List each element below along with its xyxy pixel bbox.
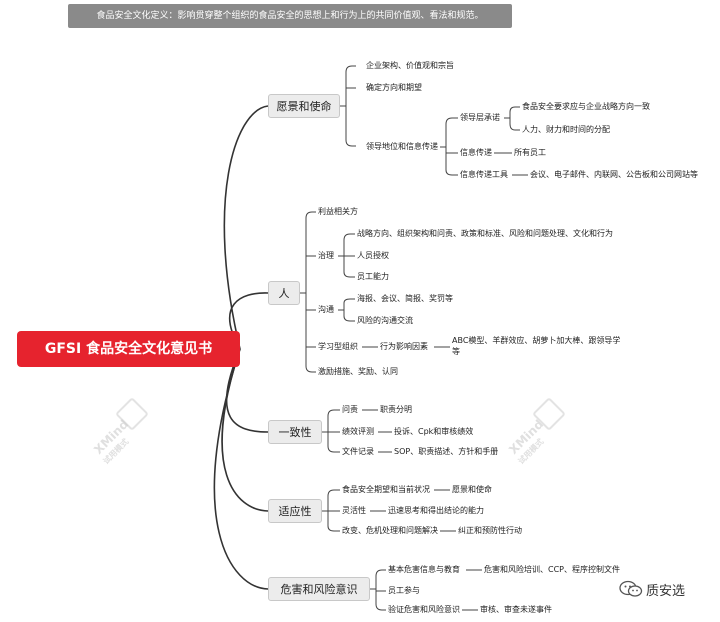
subtopic[interactable]: 灵活性 <box>342 506 366 515</box>
subtopic[interactable]: 领导地位和信息传递 <box>366 142 438 151</box>
subtopic[interactable]: 战略方向、组织架构和问责、政策和标准、风险和问题处理、文化和行为 <box>357 229 613 238</box>
topic-vision[interactable]: 愿景和使命 <box>268 94 340 118</box>
wechat-icon <box>619 580 643 597</box>
wechat-account-name: 质安选 <box>646 584 686 599</box>
connector-hazard <box>213 348 269 590</box>
subtopic[interactable]: 激励措施、奖励、认同 <box>318 367 398 376</box>
definition-banner: 食品安全文化定义：影响贯穿整个组织的食品安全的思想上和行为上的共同价值观、看法和… <box>68 4 512 28</box>
subtopic[interactable]: 领导层承诺 <box>460 113 500 122</box>
subtopic[interactable]: 问责 <box>342 405 358 414</box>
subtopic[interactable]: 信息传递 <box>460 148 492 157</box>
subtopic[interactable]: 确定方向和期望 <box>366 83 422 92</box>
subtopic[interactable]: SOP、职责描述、方针和手册 <box>394 447 499 456</box>
subtopic[interactable]: 治理 <box>318 251 334 260</box>
subtopic[interactable]: 文件记录 <box>342 447 374 456</box>
subtopic[interactable]: 利益相关方 <box>318 207 358 216</box>
subtopic[interactable]: 纠正和预防性行动 <box>458 526 522 535</box>
subtopic[interactable]: 基本危害信息与教育 <box>388 565 460 574</box>
subtopic[interactable]: 改变、危机处理和问题解决 <box>342 526 438 535</box>
subtopic[interactable]: 海报、会议、简报、奖罚等 <box>357 294 453 303</box>
topic-adaptability[interactable]: 适应性 <box>268 499 322 523</box>
subtopic[interactable]: 学习型组织 <box>318 342 358 351</box>
subtopic[interactable]: 食品安全要求应与企业战略方向一致 <box>522 102 650 111</box>
connector-adaptability <box>221 348 269 512</box>
subtopic[interactable]: 员工能力 <box>357 272 389 281</box>
subtopic[interactable]: 企业架构、价值观和宗旨 <box>366 61 454 70</box>
subtopic[interactable]: 绩效评测 <box>342 427 374 436</box>
connector-vision <box>223 105 269 350</box>
subtopic[interactable]: 人员授权 <box>357 251 389 260</box>
subtopic[interactable]: 所有员工 <box>514 148 546 157</box>
subtopic[interactable]: 危害和风险培训、CCP、程序控制文件 <box>484 565 620 574</box>
subtopic[interactable]: 食品安全期望和当前状况 <box>342 485 430 494</box>
subtopic[interactable]: 行为影响因素 <box>380 342 428 351</box>
subtopic[interactable]: ABC模型、羊群效应、胡萝卜加大棒、跟领导学 <box>452 336 621 345</box>
subtopic[interactable]: 审核、审查未遂事件 <box>480 605 552 614</box>
subtopic[interactable]: 等 <box>452 347 460 356</box>
subtopic[interactable]: 风险的沟通交流 <box>357 316 413 325</box>
subtopic[interactable]: 迅速思考和得出结论的能力 <box>388 506 484 515</box>
subtopic[interactable]: 员工参与 <box>388 586 420 595</box>
subtopic[interactable]: 愿景和使命 <box>452 485 492 494</box>
subtopic[interactable]: 人力、财力和时间的分配 <box>522 125 610 134</box>
subtopic[interactable]: 沟通 <box>318 305 334 314</box>
topic-consistency[interactable]: 一致性 <box>268 420 322 444</box>
subtopic[interactable]: 职责分明 <box>380 405 412 414</box>
topic-hazard[interactable]: 危害和风险意识 <box>268 577 370 601</box>
central-topic[interactable]: GFSI 食品安全文化意见书 <box>17 331 240 367</box>
topic-people[interactable]: 人 <box>268 281 300 305</box>
subtopic[interactable]: 投诉、Cpk和审核绩效 <box>394 427 474 436</box>
subtopic[interactable]: 会议、电子邮件、内联网、公告板和公司网站等 <box>530 170 698 179</box>
connector-consistency <box>225 348 269 433</box>
subtopic[interactable]: 验证危害和风险意识 <box>388 605 460 614</box>
subtopic[interactable]: 信息传递工具 <box>460 170 508 179</box>
